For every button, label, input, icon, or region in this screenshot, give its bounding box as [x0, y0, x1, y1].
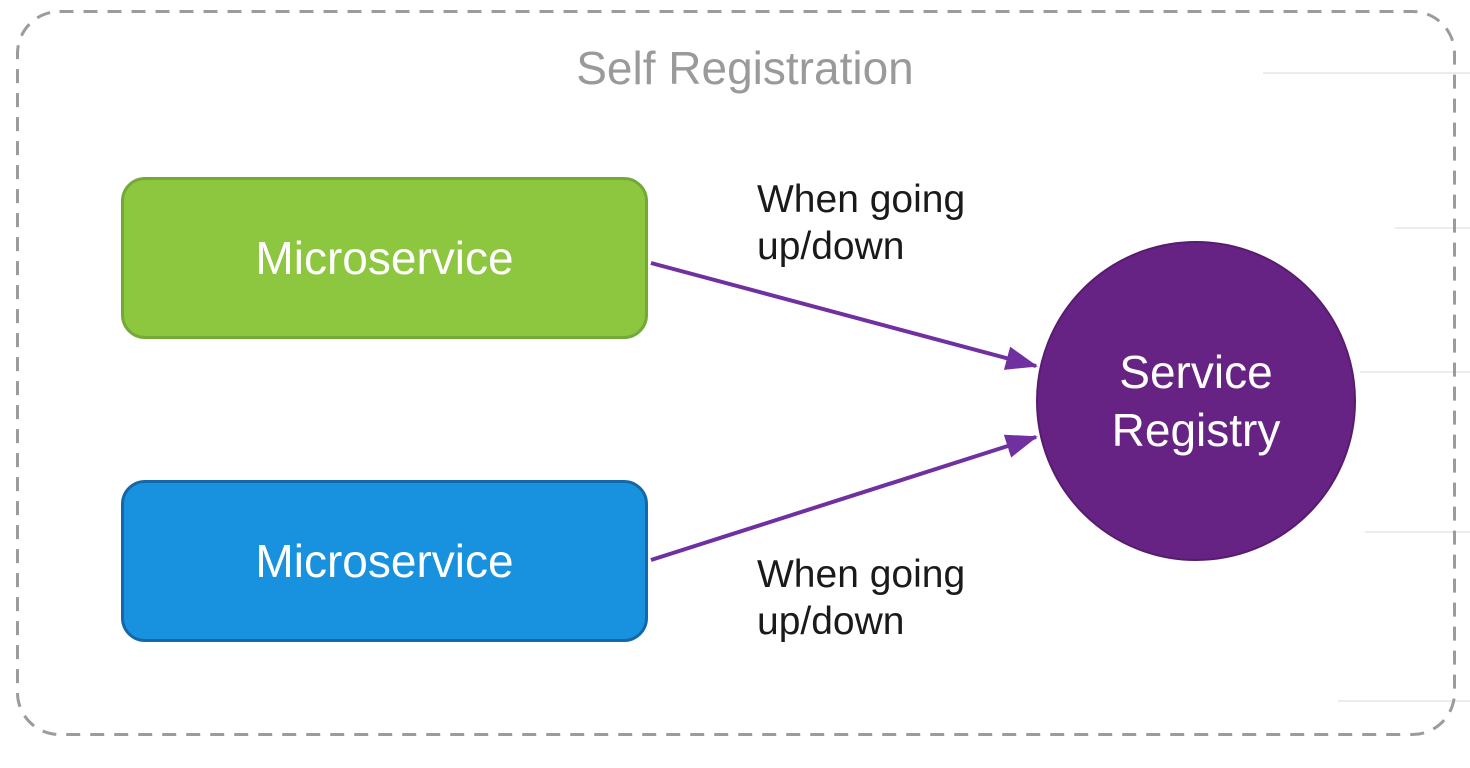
edge-arrow-bottom	[650, 434, 1038, 562]
edge-label-bottom: When going up/down	[757, 551, 965, 645]
background-gridline	[1395, 227, 1470, 229]
background-gridline	[1365, 531, 1470, 533]
edge-label-line: When going	[757, 178, 966, 221]
node-label-line: Service	[1119, 346, 1273, 398]
edge-label-top: When going up/down	[757, 176, 965, 270]
edge-arrow-top	[650, 261, 1038, 370]
node-service-registry: Service Registry	[1036, 241, 1356, 561]
node-label: Microservice	[255, 232, 514, 284]
edge-label-line: When going	[757, 553, 966, 596]
node-microservice-bottom: Microservice	[121, 480, 648, 642]
edge-label-line: up/down	[757, 600, 905, 643]
node-label: Microservice	[255, 535, 514, 587]
node-label-line: Registry	[1111, 404, 1281, 456]
background-gridline	[1338, 700, 1470, 702]
node-microservice-top: Microservice	[121, 177, 648, 339]
diagram-title: Self Registration	[576, 42, 914, 94]
edge-label-line: up/down	[757, 225, 905, 268]
background-gridline	[1360, 371, 1470, 373]
